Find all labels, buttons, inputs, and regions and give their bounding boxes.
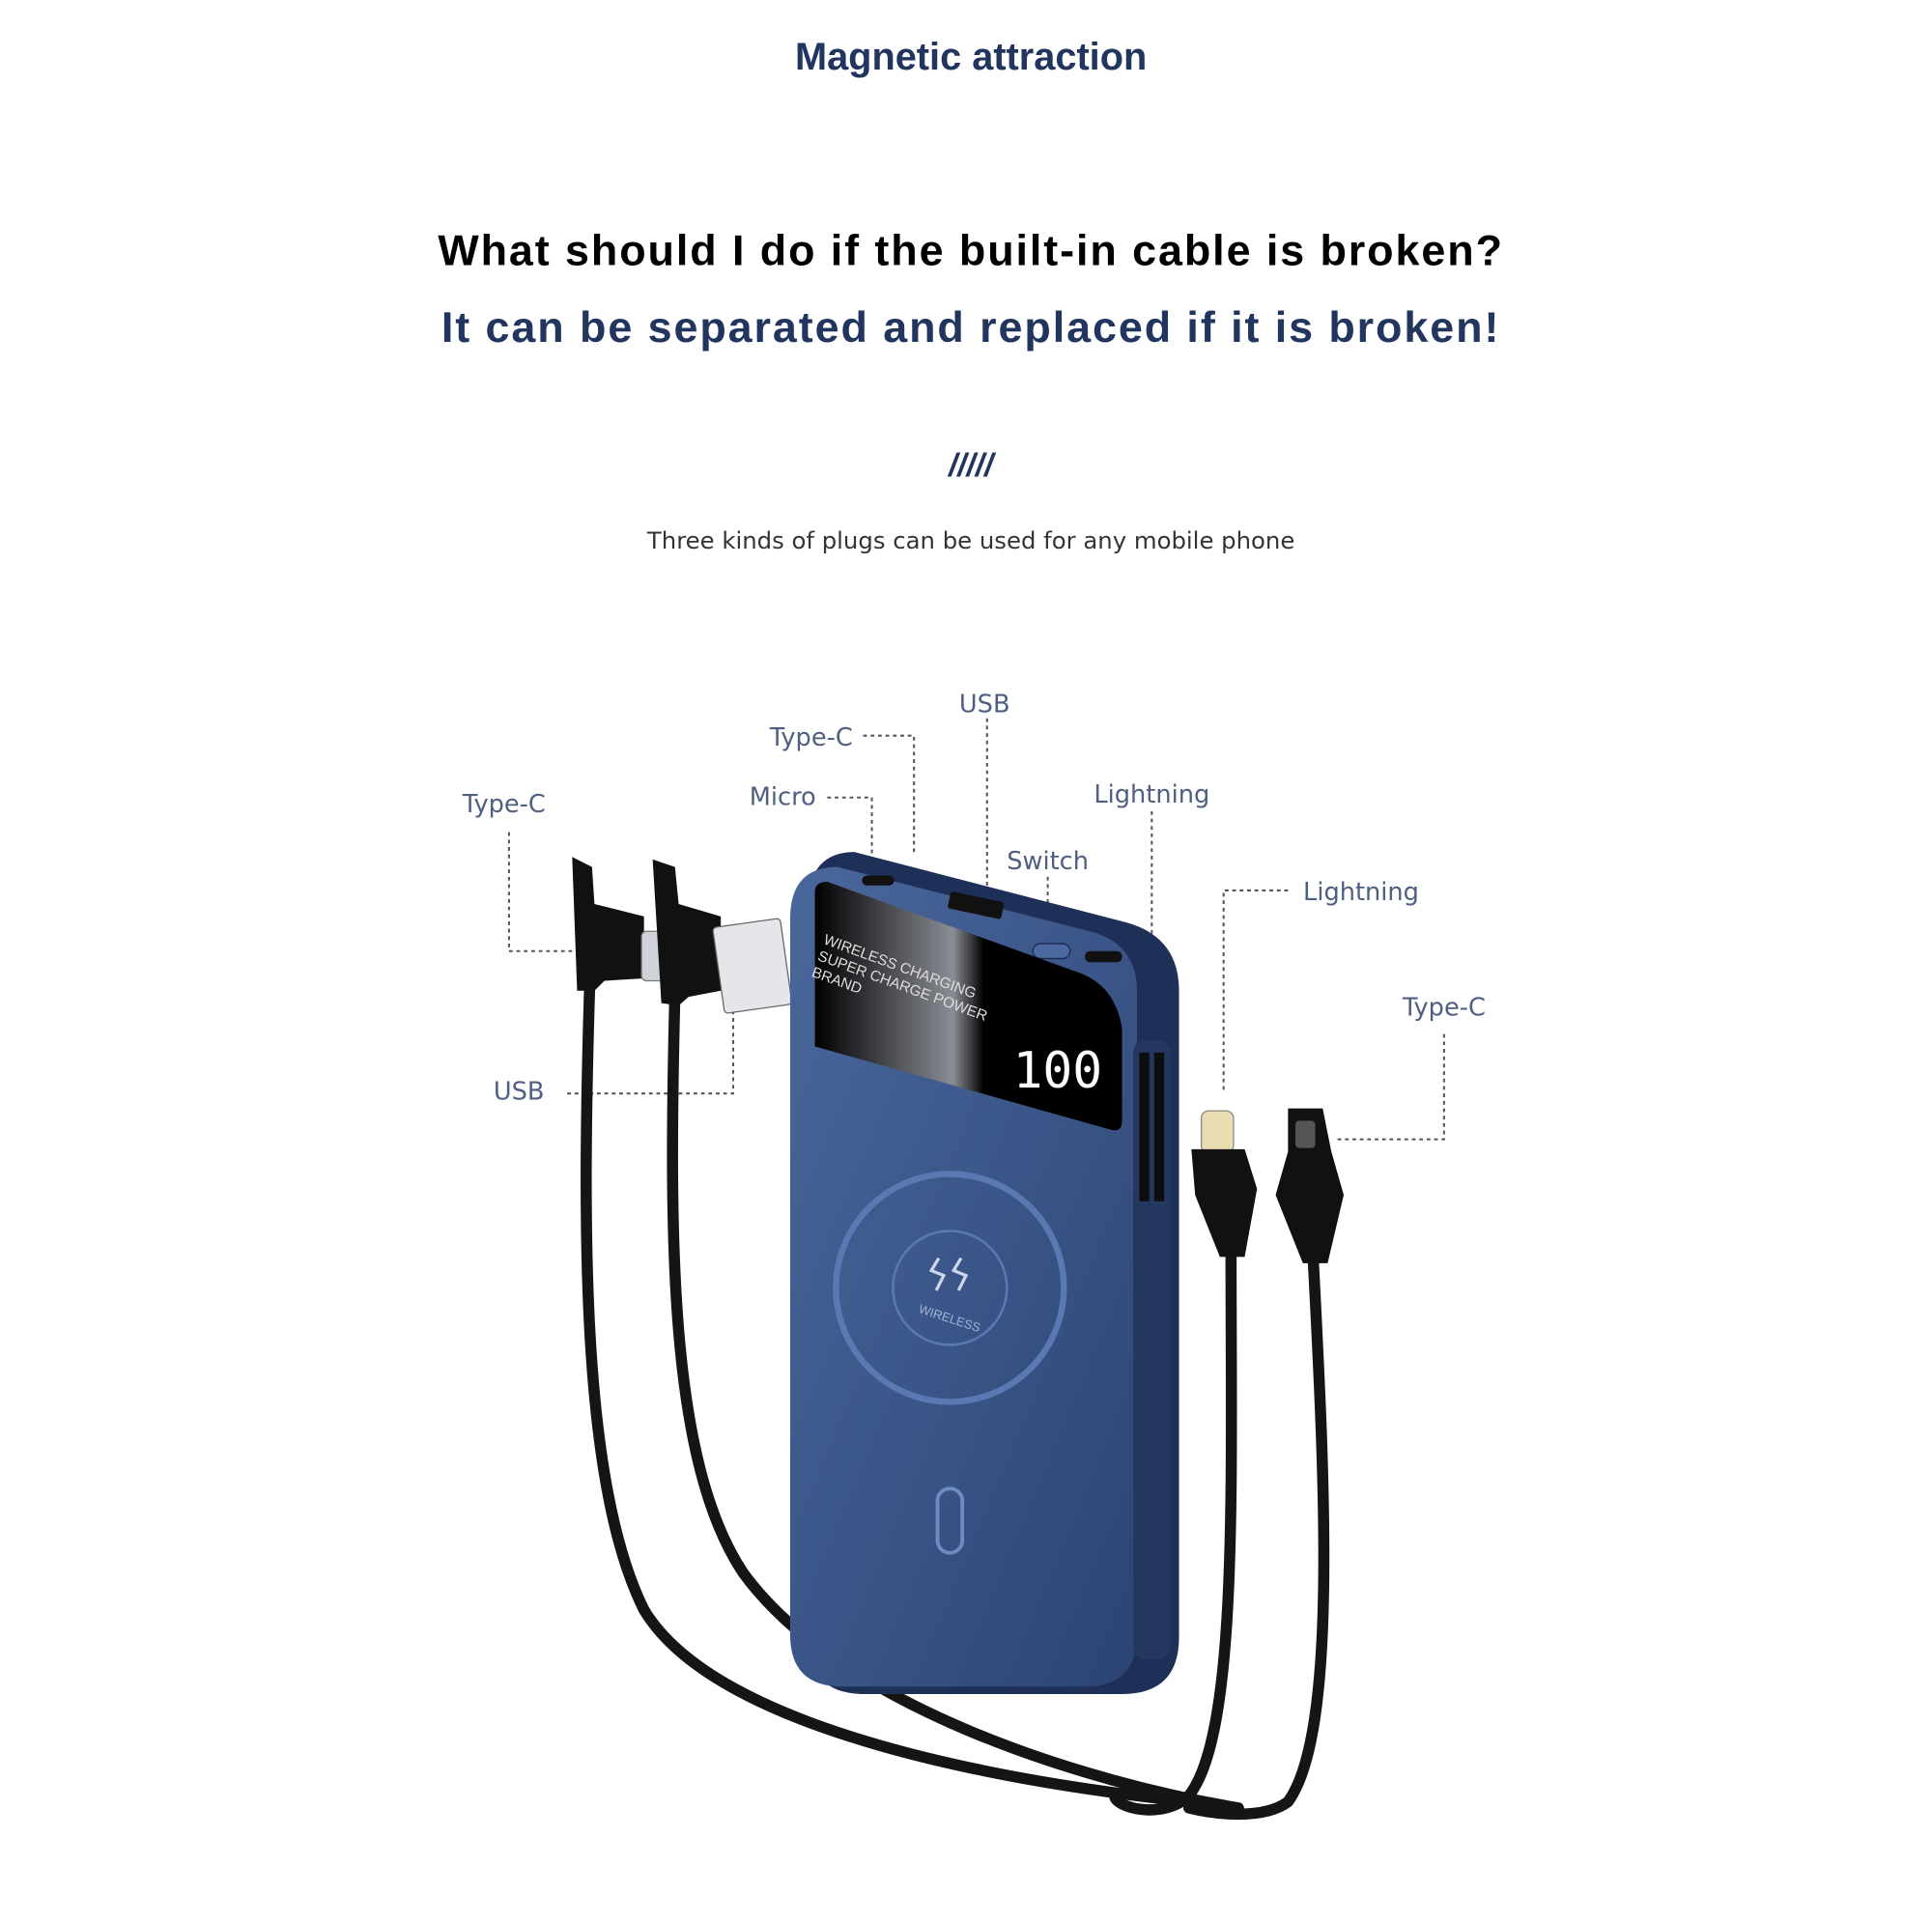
label-type-c-top: Type-C — [769, 723, 853, 752]
usb-plug-left — [652, 859, 793, 1014]
power-button-icon — [935, 1486, 965, 1555]
display-screen — [814, 881, 1122, 1131]
caption: Three kinds of plugs can be used for any… — [646, 526, 1294, 554]
wireless-pad — [892, 1230, 1009, 1346]
label-usb-left: USB — [494, 1078, 545, 1107]
micro-port — [862, 875, 895, 886]
label-usb-top: USB — [959, 690, 1010, 719]
label-type-c-left: Type-C — [462, 790, 546, 819]
port-labels: USB Type-C Micro Lightning Switch Type-C… — [462, 690, 1486, 1106]
label-switch: Switch — [1007, 847, 1089, 876]
lightning-plug-right — [1191, 1110, 1258, 1258]
switch-button — [1032, 943, 1071, 960]
label-type-c-right: Type-C — [1402, 993, 1486, 1022]
headline: What should I do if the built-in cable i… — [438, 225, 1504, 274]
type-c-port — [1085, 950, 1122, 963]
charging-icon — [928, 1257, 969, 1291]
battery-readout: 100 — [1013, 1042, 1103, 1100]
label-micro: Micro — [750, 782, 816, 811]
label-lightning-right: Lightning — [1303, 878, 1419, 907]
section-title: Magnetic attraction — [795, 36, 1147, 78]
subheadline: It can be separated and replaced if it i… — [441, 302, 1500, 352]
label-lightning-top: Lightning — [1094, 780, 1209, 809]
cables — [581, 985, 1330, 1821]
divider-slashes: ///// — [947, 447, 997, 483]
usb-port — [948, 891, 1005, 919]
power-bank: WIRELESS CHARGING SUPER CHARGE POWER BRA… — [789, 852, 1179, 1694]
magnetic-ring — [833, 1171, 1067, 1405]
type-c-plug-right — [1275, 1108, 1345, 1263]
